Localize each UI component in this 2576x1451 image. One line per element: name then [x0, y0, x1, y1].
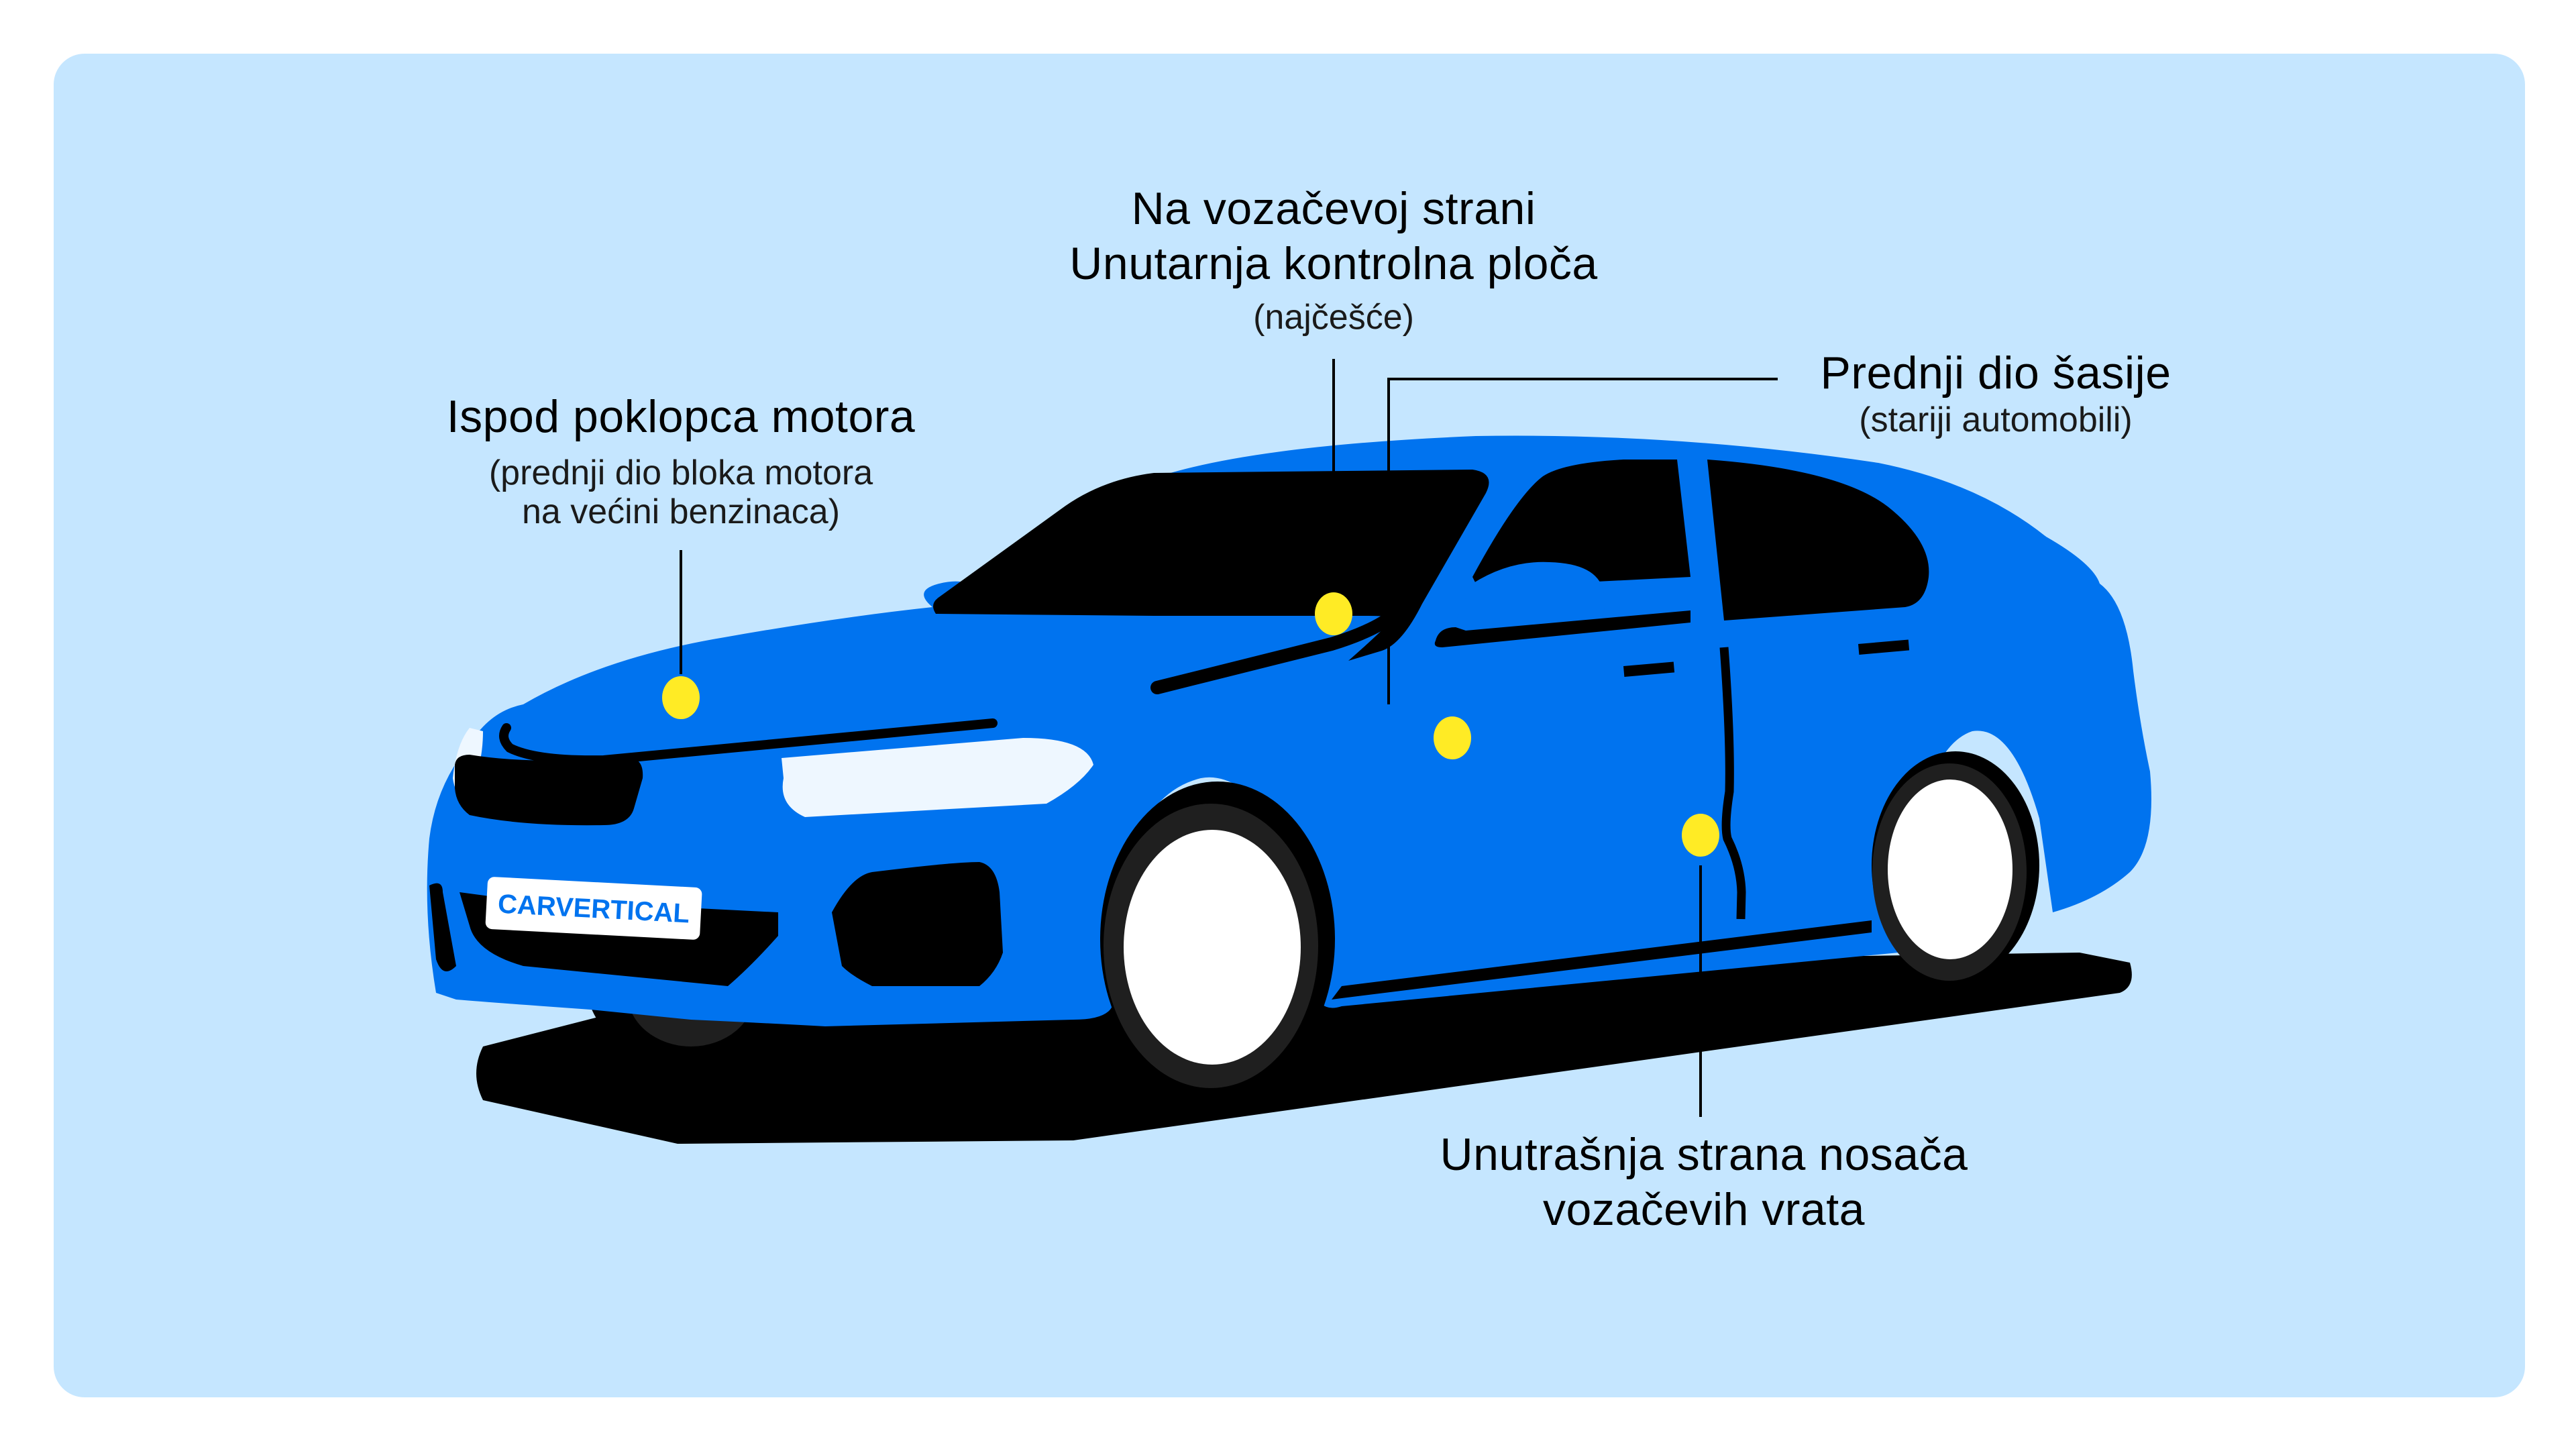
license-plate: CARVERTICAL — [485, 877, 702, 940]
vin-marker-door-pillar-icon[interactable] — [1682, 814, 1719, 857]
label-engine-sub-2: na većini benzinaca) — [521, 492, 841, 531]
rear-door-handle — [1858, 639, 1910, 655]
label-door-pillar-title-1: Unutrašnja strana nosača — [1440, 1129, 1968, 1180]
hood-crease-line — [1150, 607, 1402, 694]
label-engine: Ispod poklopca motora (prednji dio bloka… — [447, 389, 915, 531]
label-door-pillar: Unutrašnja strana nosača vozačevih vrata — [1440, 1127, 1968, 1237]
leader-line-chassis — [1387, 378, 1778, 704]
front-door-handle — [1623, 661, 1675, 677]
side-mirror — [1454, 561, 1605, 636]
label-dashboard-title-1: Na vozačevoj strani — [1131, 183, 1536, 234]
label-engine-title: Ispod poklopca motora — [446, 391, 916, 442]
label-dashboard-sub: (najčešće) — [1253, 298, 1414, 337]
vin-marker-chassis-icon[interactable] — [1434, 716, 1471, 759]
label-door-pillar-title-2: vozačevih vrata — [1543, 1184, 1865, 1235]
lower-intake-right — [832, 862, 1003, 986]
door-seam — [1719, 647, 1746, 920]
label-chassis-title: Prednji dio šasije — [1820, 347, 2171, 398]
label-dashboard-title-2: Unutarnja kontrolna ploča — [1069, 238, 1598, 289]
lower-intake-left — [429, 883, 456, 971]
front-side-window — [1472, 460, 1690, 586]
hood-edge-line — [499, 718, 998, 765]
vin-marker-dashboard-icon[interactable] — [1315, 592, 1352, 635]
front-grille — [455, 755, 643, 826]
label-engine-sub-1: (prednji dio bloka motora — [488, 453, 873, 492]
label-chassis: Prednji dio šasije (stariji automobili) — [1820, 345, 2171, 439]
left-headlight — [782, 738, 1093, 817]
rear-side-window — [1707, 460, 1929, 621]
label-chassis-sub: (stariji automobili) — [1859, 400, 2133, 439]
leader-lines — [680, 359, 1778, 1117]
front-right-wheel — [1100, 782, 1335, 1097]
label-dashboard: Na vozačevoj strani Unutarnja kontrolna … — [1069, 181, 1597, 337]
rear-wheel — [1872, 751, 2039, 981]
vin-marker-engine-icon[interactable] — [662, 676, 700, 719]
side-sill-line — [1332, 920, 1872, 1000]
